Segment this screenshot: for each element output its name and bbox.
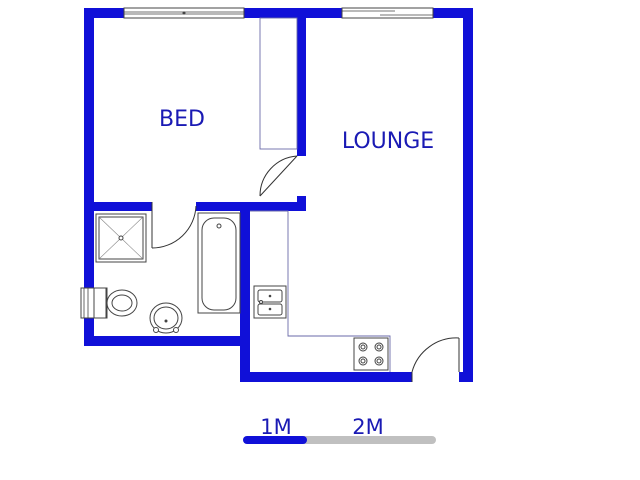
wall-top-right (433, 8, 473, 18)
wall-bed-bath-left (84, 202, 152, 211)
room-label-bed: BED (159, 107, 205, 132)
sliding-door-lounge (341, 7, 434, 19)
wall-left-lower (84, 316, 94, 346)
wall-bed-bath-right (196, 202, 256, 211)
wall-top-middle (244, 8, 342, 18)
room-label-lounge: LOUNGE (342, 129, 434, 154)
door-entrance (411, 337, 460, 382)
shower (95, 213, 147, 263)
scale-bar-dark (243, 436, 307, 444)
toilet (93, 287, 138, 319)
basin (149, 302, 183, 334)
scale-bar: 1M 2M (243, 415, 436, 444)
exterior-walls (84, 8, 473, 382)
wall-lounge-stub (297, 196, 306, 211)
wall-bath-kitchen (240, 202, 250, 346)
scale-bar-light (300, 436, 436, 444)
wall-left-upper (84, 8, 94, 288)
kitchen-stove (353, 337, 389, 371)
kitchen-counter (250, 210, 391, 372)
wall-bottom-step (240, 336, 250, 382)
window-bed (123, 7, 245, 19)
door-bed-lounge (259, 155, 298, 197)
door-bed-bath (151, 202, 197, 249)
wall-bath-kitchen-top (240, 202, 306, 211)
kitchen-sink (253, 285, 287, 319)
bedroom-cupboard (259, 17, 298, 150)
wall-bottom-right (240, 372, 412, 382)
wall-bed-lounge (297, 8, 306, 156)
scale-label-2m: 2M (352, 415, 383, 439)
wall-right (463, 8, 473, 382)
wall-bottom-left (84, 336, 250, 346)
wall-top-left (84, 8, 124, 18)
scale-label-1m: 1M (260, 415, 291, 439)
interior-walls (84, 8, 306, 346)
bathtub (197, 212, 241, 314)
